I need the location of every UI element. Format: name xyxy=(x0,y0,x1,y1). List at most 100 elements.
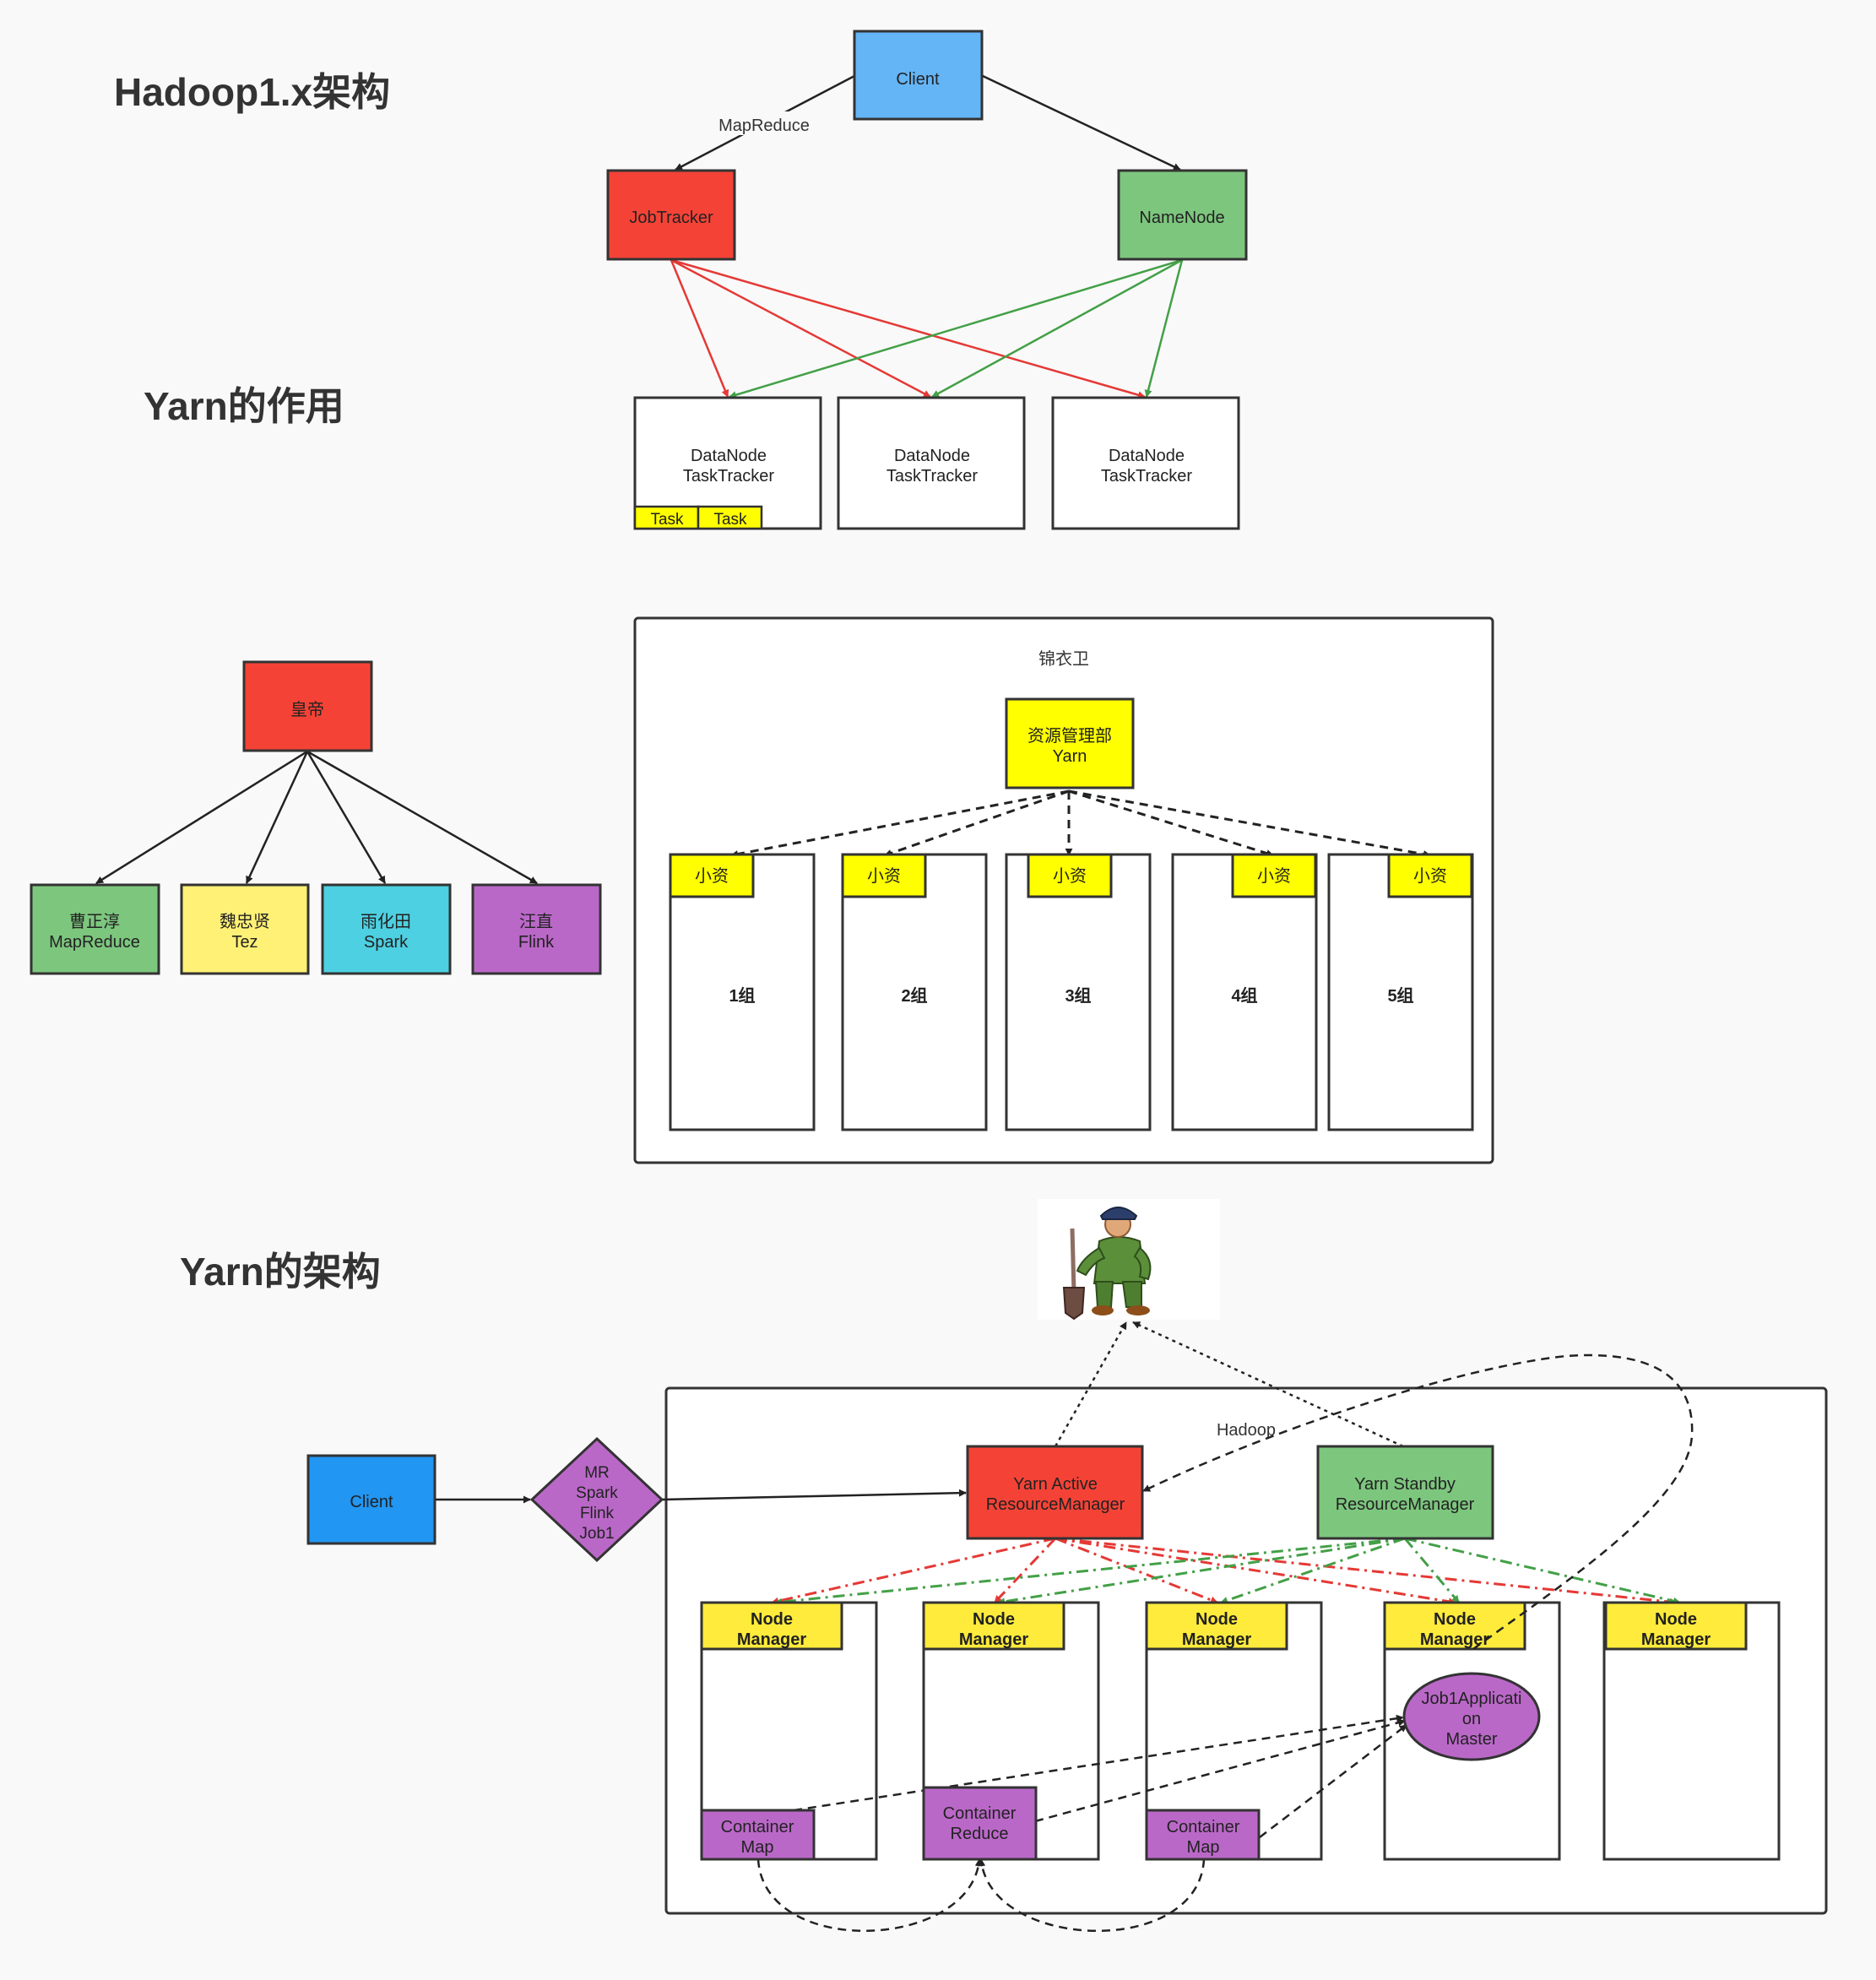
yarn-client-node: Client xyxy=(306,1454,436,1545)
edge-standby-nm4 xyxy=(1403,1538,1461,1603)
container-reduce-line2: Reduce xyxy=(951,1825,1009,1843)
guard-cap xyxy=(1099,1207,1138,1220)
emperor-label: 皇帝 xyxy=(290,700,324,719)
group-4: 小资 4组 xyxy=(1171,853,1318,1131)
application-master: Job1Applicati on Master xyxy=(1402,1672,1541,1761)
rm-standby-line1: Yarn Standby xyxy=(1354,1475,1456,1494)
edge-jt-dn3 xyxy=(670,258,1146,399)
nm-3-line2: Manager xyxy=(1182,1630,1251,1649)
edge-jt-dn2 xyxy=(670,258,931,399)
edge-label-mapreduce: MapReduce xyxy=(718,117,810,135)
edge-map1-reduce xyxy=(756,1858,983,1932)
edge-standby-nm5 xyxy=(1404,1537,1681,1605)
subordinate-2-name: 魏忠贤 xyxy=(220,912,270,931)
edge-dept-group2 xyxy=(884,789,1070,857)
subordinate-4: 汪直 Flink xyxy=(471,883,602,975)
container-map-2-line1: Container xyxy=(1167,1818,1240,1836)
resource-tag-1-label: 小资 xyxy=(695,866,729,886)
container-map-1-line1: Container xyxy=(721,1818,794,1836)
subordinate-3-name: 雨化田 xyxy=(361,912,411,931)
client-node: Client xyxy=(853,30,984,121)
namenode-node: NameNode xyxy=(1117,169,1248,261)
container-map-2: Container Map xyxy=(1145,1809,1261,1861)
heading-yarn-role: Yarn的作用 xyxy=(144,384,344,428)
edge-nn-dn2 xyxy=(931,258,1183,399)
nm-1-line2: Manager xyxy=(737,1630,806,1649)
am-line-2: on xyxy=(1462,1710,1481,1728)
node-manager-3: Node Manager xyxy=(1145,1601,1288,1651)
resource-tag-2-label: 小资 xyxy=(867,866,901,886)
nm-1-line1: Node xyxy=(751,1610,793,1629)
yarn-architecture-diagram: Hadoop Client MR Spark Flink Job1 xyxy=(306,1321,1828,1932)
group-2: 小资 2组 xyxy=(841,853,988,1131)
nm-2-line2: Manager xyxy=(959,1630,1028,1649)
container-reduce: Container Reduce xyxy=(922,1786,1038,1861)
jinyiwei-container: 锦衣卫 资源管理部 Yarn 小资 1组 小资 2组 xyxy=(633,616,1494,1164)
container-reduce-line1: Container xyxy=(943,1804,1017,1823)
edge-rm-nm3 xyxy=(1055,1537,1218,1604)
group-5: 小资 5组 xyxy=(1327,853,1474,1131)
subordinate-3: 雨化田 Spark xyxy=(321,883,452,975)
group-2-label: 2组 xyxy=(901,985,927,1006)
subordinate-2-tech: Tez xyxy=(231,933,258,952)
node-manager-1: Node Manager xyxy=(700,1601,843,1651)
resource-tag-5-label: 小资 xyxy=(1413,866,1447,886)
edge-emperor-2 xyxy=(245,751,309,884)
jobtracker-node: JobTracker xyxy=(606,169,736,261)
job-line-3: Flink xyxy=(580,1505,615,1522)
emperor-node: 皇帝 xyxy=(242,660,373,752)
rm-standby-node: Yarn Standby ResourceManager xyxy=(1316,1445,1494,1540)
group-3-label: 3组 xyxy=(1065,985,1091,1006)
yarn-client-label: Client xyxy=(350,1493,393,1511)
datanode-3-line2: TaskTracker xyxy=(1101,467,1193,486)
client-label: Client xyxy=(896,70,940,89)
datanode-2: DataNode TaskTracker xyxy=(837,396,1026,530)
node-manager-2: Node Manager xyxy=(922,1601,1065,1651)
edge-map2-appmaster xyxy=(1259,1724,1407,1838)
node-manager-4: Node Manager xyxy=(1383,1601,1526,1651)
resource-tag-4-label: 小资 xyxy=(1257,866,1291,886)
datanode-1: DataNode TaskTracker Task Task xyxy=(633,396,822,530)
nm-5-line1: Node xyxy=(1655,1610,1697,1629)
subordinate-3-tech: Spark xyxy=(364,933,409,952)
edge-job-rm xyxy=(662,1489,967,1501)
edge-dept-group4 xyxy=(1068,789,1274,857)
heading-hadoop1: Hadoop1.x架构 xyxy=(114,70,390,114)
group-5-label: 5组 xyxy=(1387,985,1413,1006)
resource-tag-3 xyxy=(1027,853,1113,898)
jobtracker-label: JobTracker xyxy=(629,209,713,227)
edge-jt-dn1 xyxy=(670,259,729,398)
guard-figure-image xyxy=(1038,1199,1220,1321)
nm-2-line1: Node xyxy=(973,1610,1015,1629)
group-1-label: 1组 xyxy=(729,985,755,1006)
rm-active-line1: Yarn Active xyxy=(1013,1475,1098,1494)
task-label-1: Task xyxy=(650,511,684,529)
emperor-tree: 皇帝 曹正淳 MapReduce 魏忠贤 Tez 雨化田 Spark 汪直 Fl… xyxy=(30,660,602,975)
edge-map1-appmaster xyxy=(793,1714,1404,1812)
datanode-1-line1: DataNode xyxy=(691,447,767,465)
heading-yarn-architecture: Yarn的架构 xyxy=(180,1250,381,1294)
datanode-2-line1: DataNode xyxy=(894,447,970,465)
edge-nn-dn3 xyxy=(1144,259,1184,398)
jinyiwei-title: 锦衣卫 xyxy=(1038,649,1089,669)
datanode-3-line1: DataNode xyxy=(1109,447,1185,465)
container-map-1-line2: Map xyxy=(741,1838,774,1857)
nm-4-line2: Manager xyxy=(1420,1630,1489,1649)
job-line-4: Job1 xyxy=(579,1525,614,1543)
subordinate-1-name: 曹正淳 xyxy=(69,912,120,931)
edge-rm-nm5 xyxy=(1055,1537,1678,1606)
subordinate-1-tech: MapReduce xyxy=(49,933,140,952)
resource-tag-4 xyxy=(1231,853,1317,898)
datanode-2-line2: TaskTracker xyxy=(886,467,979,486)
subordinate-1: 曹正淳 MapReduce xyxy=(30,883,160,975)
group-1: 小资 1组 xyxy=(669,853,816,1131)
resource-tag-1 xyxy=(669,853,755,898)
resource-tag-2 xyxy=(841,853,927,898)
edge-rm-active-figure xyxy=(1054,1321,1128,1447)
edge-rm-nm4 xyxy=(1055,1537,1456,1606)
rm-active-node: Yarn Active ResourceManager xyxy=(966,1445,1144,1540)
resource-dept-node: 资源管理部 Yarn xyxy=(1005,697,1135,789)
edge-standby-nm2 xyxy=(997,1537,1406,1606)
edge-emperor-3 xyxy=(306,751,387,884)
rm-active-line2: ResourceManager xyxy=(986,1495,1125,1514)
